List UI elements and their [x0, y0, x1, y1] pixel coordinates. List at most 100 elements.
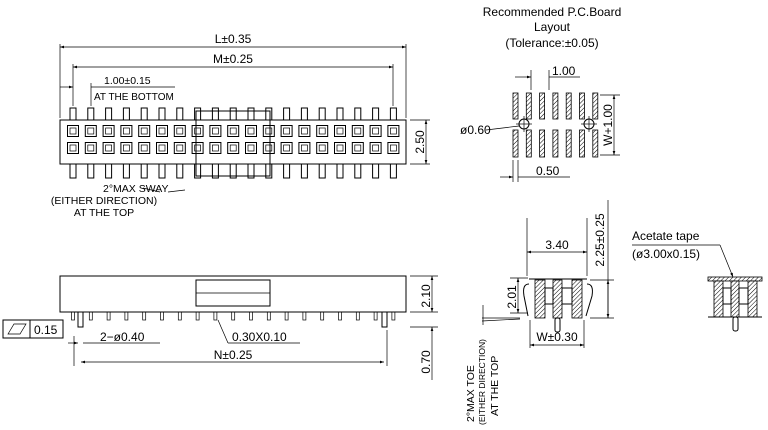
- contact-cell-inner: [140, 144, 148, 152]
- side-pin: [320, 311, 325, 321]
- contact-cell: [84, 142, 97, 154]
- pcb-title-1: Recommended P.C.Board: [483, 5, 622, 19]
- toe-note-1: 2°MAX TOE: [465, 365, 477, 422]
- top-pin: [105, 107, 113, 121]
- top-pin: [158, 107, 166, 121]
- contact-cell-inner: [105, 144, 112, 152]
- bottom-pin: [176, 163, 184, 179]
- bottom-pin: [336, 163, 344, 179]
- dim-width-top: 3.40: [545, 238, 569, 252]
- pcb-title-3: (Tolerance:±0.05): [505, 36, 598, 50]
- pcb-pad: [525, 92, 532, 120]
- contact-cell: [369, 142, 382, 154]
- pick-cover: [195, 110, 271, 177]
- pcb-row-spacing: W+1.00: [601, 104, 615, 146]
- pcb-hole: ø0.60: [460, 123, 491, 137]
- pcb-title-2: Layout: [534, 20, 571, 34]
- contact-cell: [102, 142, 115, 154]
- contact-cell: [191, 142, 204, 154]
- contact-cell: [67, 125, 79, 137]
- pcb-pad: [579, 129, 585, 158]
- pcb-pad: [525, 129, 532, 158]
- side-pin: [177, 311, 182, 321]
- top-pins: [69, 107, 397, 179]
- sway-note-1: 2°MAX SWAY: [103, 183, 168, 195]
- side-pin: [88, 311, 93, 321]
- contact-cell: [316, 125, 329, 137]
- contact-cell-inner: [336, 144, 344, 152]
- contact-cell-inner: [283, 127, 290, 135]
- top-pin: [69, 107, 77, 121]
- bottom-pin: [389, 163, 397, 179]
- sway-note-2: (EITHER DIRECTION): [51, 195, 157, 207]
- top-view: L±0.35 M±0.25 1.00±0.15 AT THE BOTTOM 2.…: [51, 32, 430, 219]
- bottom-pin: [122, 163, 130, 179]
- dim-height-label: 2.50: [413, 130, 427, 154]
- bottom-pin: [69, 163, 77, 179]
- top-pin: [140, 107, 148, 121]
- contact-cell: [120, 125, 133, 137]
- bottom-pin: [283, 163, 291, 179]
- flatness-frame: [2, 319, 64, 339]
- contact-cell: [84, 125, 97, 137]
- contact-cell-inner: [123, 127, 130, 135]
- pcb-pad: [539, 129, 545, 158]
- dim-overall-height: 2.25±0.25: [593, 213, 607, 267]
- bottom-pin: [354, 163, 362, 179]
- contact-cell: [209, 142, 222, 154]
- contact-cell: [280, 142, 293, 154]
- contact-cell: [227, 125, 240, 137]
- contact-cell: [334, 125, 346, 137]
- flatness-icon: [7, 323, 27, 335]
- contact-cell: [191, 125, 204, 137]
- dim-row-width: W±0.30: [536, 330, 578, 344]
- contact-cell: [387, 125, 400, 137]
- side-view: 0.15 2.10 0.70 2−ø0.40 0.30X0.10 N±0.25: [2, 275, 438, 380]
- contact-cell: [67, 142, 79, 154]
- contact-cell: [120, 142, 133, 154]
- acetate-tape: [707, 276, 763, 282]
- contact-cell-inner: [212, 127, 219, 135]
- contact-cell: [262, 125, 275, 137]
- contact-cell-inner: [265, 127, 273, 135]
- side-pin: [142, 311, 147, 321]
- dim-side-height: 2.10: [419, 284, 433, 308]
- top-pin: [87, 107, 95, 121]
- bottom-pin: [372, 163, 380, 179]
- top-pin: [389, 107, 397, 121]
- pcb-layout: Recommended P.C.Board Layout (Tolerance:…: [460, 5, 621, 182]
- contact-cell: [156, 142, 168, 154]
- tape-view: Acetate tape (ø3.00x0.15): [632, 229, 763, 332]
- contact-cell-inner: [265, 144, 273, 152]
- sway-note-3: AT THE TOP: [74, 207, 134, 219]
- contact-cell-inner: [140, 127, 148, 135]
- dim-offset-label: 1.00±0.15: [104, 75, 151, 87]
- top-pin: [176, 107, 184, 121]
- side-body: [59, 275, 407, 313]
- contact-cell-inner: [336, 127, 344, 135]
- contact-cell: [209, 125, 222, 137]
- dim-offset-note: AT THE BOTTOM: [94, 92, 174, 103]
- contact-cell: [156, 125, 168, 137]
- pcb-pad: [579, 92, 585, 120]
- pcb-pad: [512, 129, 519, 158]
- tape-size: (ø3.00x0.15): [632, 247, 700, 261]
- side-pin: [231, 311, 236, 321]
- contact-cell-inner: [158, 144, 166, 152]
- dim-pin-length: 0.70: [419, 350, 433, 374]
- contact-cell-inner: [176, 144, 184, 152]
- contact-cell: [173, 142, 186, 154]
- side-pin: [391, 311, 396, 321]
- top-pin: [247, 107, 255, 121]
- dim-body-height: 2.01: [505, 285, 519, 309]
- end-view: 3.40 2.01 2.25±0.25 W±0.30 2°MAX TOE (EI…: [465, 200, 614, 425]
- contact-cell-inner: [212, 144, 219, 152]
- contact-cell: [298, 142, 311, 154]
- pcb-pad: [592, 129, 599, 158]
- pcb-pad: [552, 92, 559, 120]
- side-pin: [124, 311, 129, 321]
- contact-cell-inner: [301, 144, 308, 152]
- contact-cell-inner: [318, 127, 326, 135]
- top-pin: [336, 107, 344, 121]
